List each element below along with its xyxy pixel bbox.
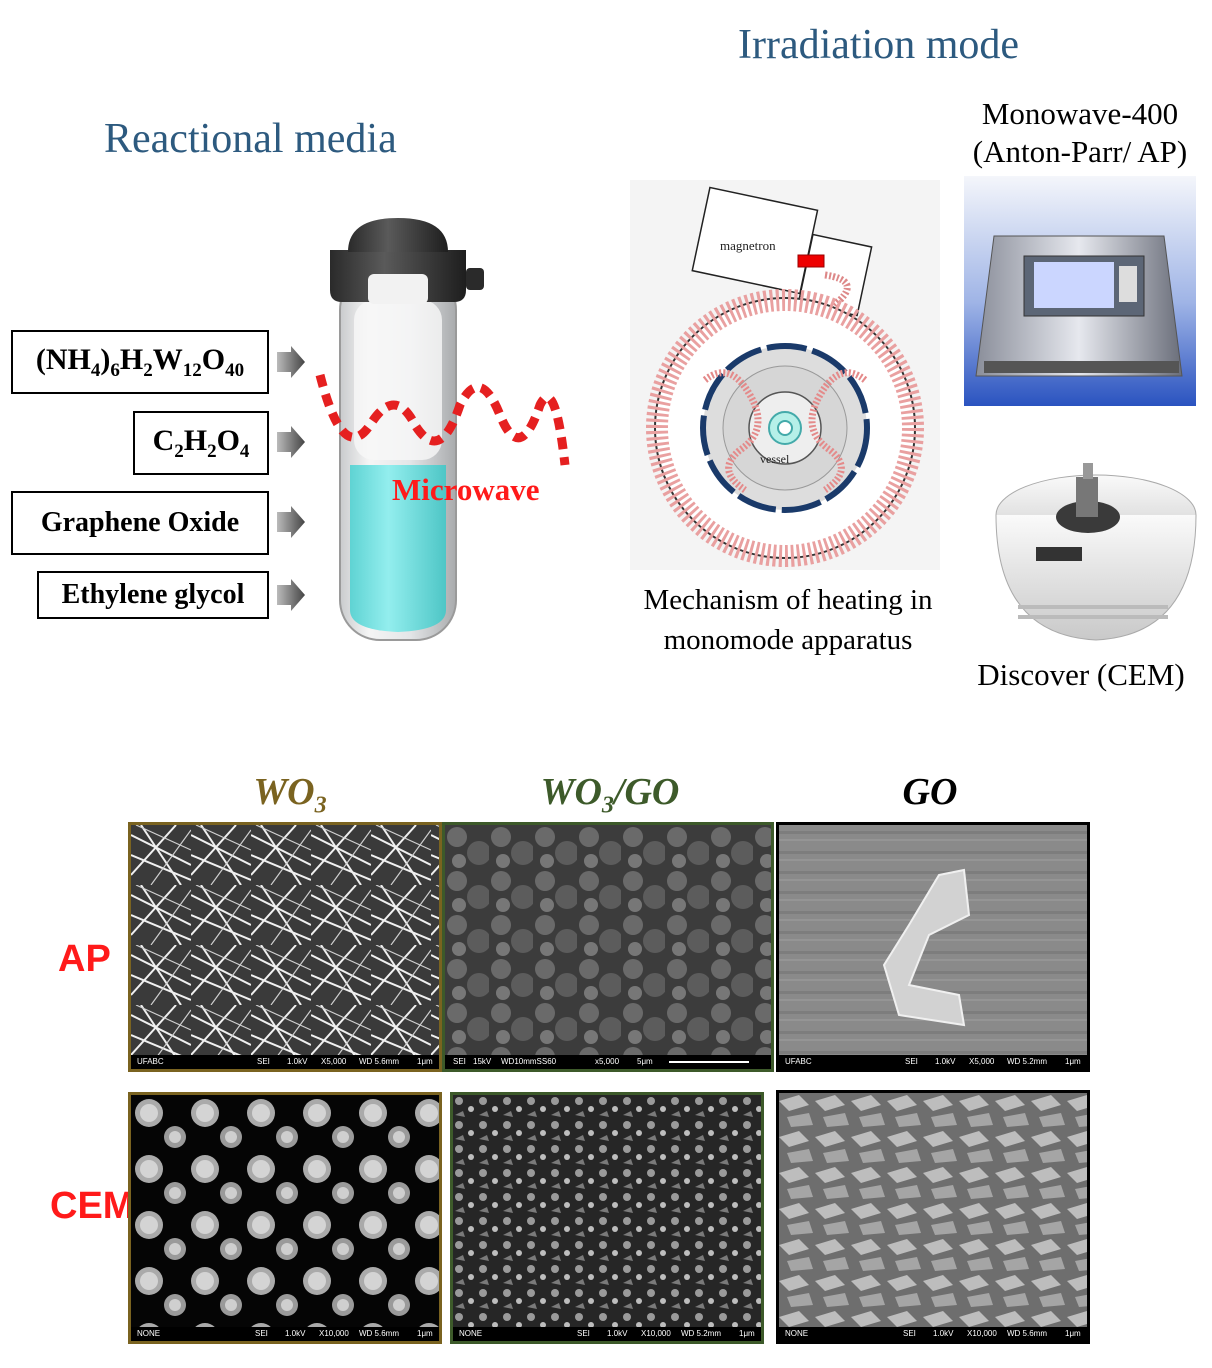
- magnetron-label: magnetron: [720, 238, 776, 253]
- monowave-label: Monowave-400 (Anton-Parr/ AP): [950, 95, 1210, 171]
- arrow-right-icon: [277, 426, 305, 458]
- row-label-cem: CEM: [50, 1185, 135, 1227]
- column-header-wo3: WO3: [253, 771, 327, 819]
- monowave-label-line-2: (Anton-Parr/ AP): [972, 134, 1188, 169]
- row-label-ap: AP: [58, 938, 111, 980]
- reagent-box-ethylene-glycol: Ethylene glycol: [37, 571, 269, 619]
- discover-cem-device-photo: [995, 463, 1197, 641]
- mechanism-caption-line-2: monomode apparatus: [663, 624, 913, 656]
- reagent-label-graphene-oxide: Graphene Oxide: [40, 507, 240, 538]
- reaction-vial-illustration: [330, 218, 484, 641]
- reagent-formula-2: C2H2O4: [152, 423, 250, 462]
- reagent-box-graphene-oxide: Graphene Oxide: [11, 491, 269, 555]
- microwave-label: Microwave: [392, 472, 540, 507]
- column-header-wo3-go: WO3/GO: [540, 771, 680, 819]
- arrow-right-icon: [277, 346, 305, 378]
- reactional-media-title: Reactional media: [104, 116, 397, 162]
- discover-label: Discover (CEM): [977, 657, 1185, 692]
- vessel-label: vessel: [760, 452, 790, 466]
- arrow-right-icon: [277, 579, 305, 611]
- mechanism-caption: Mechanism of heating in monomode apparat…: [610, 580, 966, 660]
- mechanism-caption-line-1: Mechanism of heating in: [643, 584, 933, 616]
- monomode-heating-diagram: magnetron vessel: [630, 180, 940, 570]
- monowave-400-device-photo: [964, 176, 1196, 406]
- reagent-box-ammonium-metatungstate: (NH4)6H2W12O40: [11, 330, 269, 394]
- reagent-formula-1: (NH4)6H2W12O40: [35, 342, 245, 381]
- irradiation-mode-title: Irradiation mode: [738, 22, 1020, 68]
- column-header-go: GO: [902, 771, 958, 813]
- arrow-right-icon: [277, 506, 305, 538]
- monowave-label-line-1: Monowave-400: [981, 96, 1179, 131]
- reagent-box-oxalic-acid: C2H2O4: [133, 411, 269, 475]
- reagent-label-ethylene-glycol: Ethylene glycol: [61, 579, 245, 610]
- microwave-wave-icon: [315, 373, 570, 466]
